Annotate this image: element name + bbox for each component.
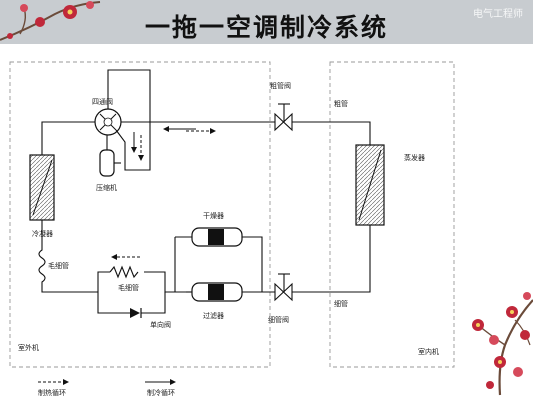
dryer: [191, 227, 243, 247]
evaporator-label: 蒸发器: [404, 153, 425, 162]
watermark: 电气工程师: [473, 9, 523, 20]
thick-valve-label: 粗管阀: [270, 81, 291, 90]
legend-cooling-label: 制冷循环: [147, 388, 175, 397]
condenser: [29, 154, 55, 221]
thick-pipe-label: 粗管: [334, 99, 348, 108]
compressor-label: 压缩机: [96, 183, 117, 192]
evaporator: [355, 144, 385, 226]
filter-label: 过滤器: [203, 311, 224, 320]
four-way-valve-label: 四通阀: [92, 97, 113, 106]
thin-valve-label: 细管阀: [268, 315, 289, 324]
outdoor-unit-box: [9, 61, 271, 368]
outdoor-unit-label: 室外机: [18, 343, 39, 352]
capillary-tube-mid-label: 毛细管: [118, 283, 139, 292]
check-valve-label: 单向阀: [150, 320, 171, 329]
indoor-unit-label: 室内机: [418, 347, 439, 356]
page-title: 一拖一空调制冷系统: [144, 13, 388, 42]
indoor-unit-box: [329, 61, 455, 368]
compressor: [99, 135, 121, 177]
thick-valve: [274, 103, 293, 132]
thin-pipe-label: 细管: [334, 299, 348, 308]
legend-heating-label: 制热循环: [38, 388, 66, 397]
legend: 制热循环 制冷循环: [38, 379, 176, 397]
thin-valve: [274, 273, 293, 302]
capillary-tube-left-label: 毛细管: [48, 261, 69, 270]
condenser-label: 冷凝器: [32, 229, 53, 238]
dryer-label: 干燥器: [203, 211, 224, 220]
